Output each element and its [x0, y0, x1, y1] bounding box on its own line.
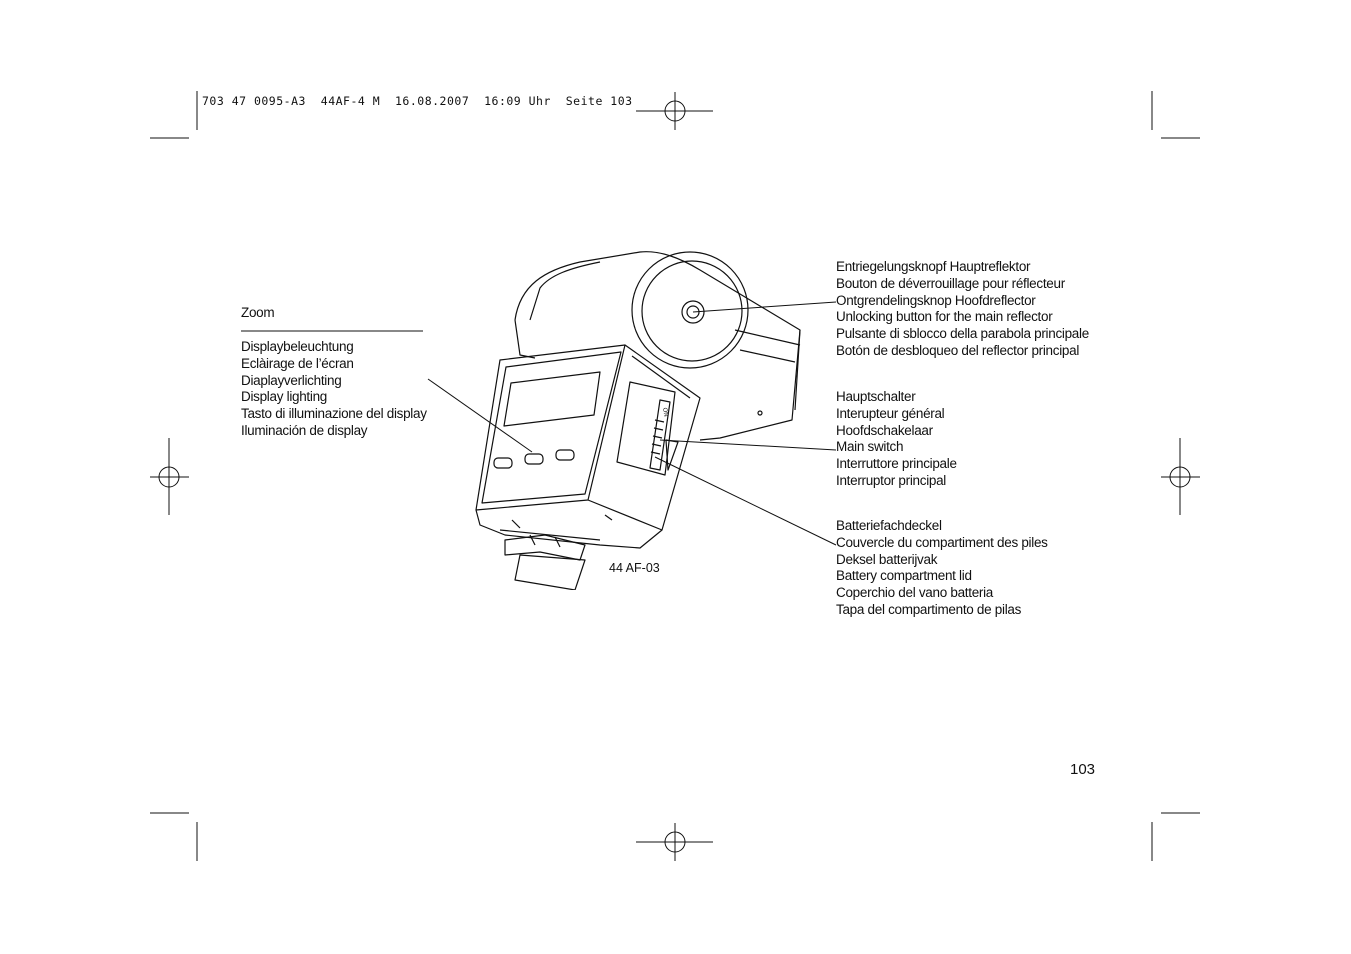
crop-mark-bottom-right: [1151, 812, 1200, 861]
display-lighting-label-en: Display lighting: [241, 389, 327, 405]
reflector-release-label-en: Unlocking button for the main reflector: [836, 309, 1053, 325]
battery-lid-label-es: Tapa del compartimento de pilas: [836, 601, 1022, 617]
reflector-release-label-de: Entriegelungsknopf Hauptreflektor: [836, 259, 1031, 274]
registration-mark-bottom: [636, 823, 713, 861]
main-switch-label-it: Interruttore principale: [836, 456, 957, 472]
battery-lid-label-group: Batteriefachdeckel Couvercle du comparti…: [836, 518, 1048, 619]
switch-on-marking: ON: [661, 407, 668, 417]
leader-line-main-switch: [659, 439, 837, 451]
reflector-release-label-es: Botón de desbloqueo del reflector princi…: [836, 342, 1080, 358]
main-switch-label-en: Main switch: [836, 439, 904, 455]
registration-mark-left: [150, 438, 189, 515]
leader-line-battery-lid: [654, 456, 837, 546]
crop-mark-top-right: [1151, 91, 1200, 139]
main-switch-label-nl: Hoofdschakelaar: [836, 422, 933, 438]
battery-lid-label-nl: Deksel batterijvak: [836, 551, 938, 567]
main-switch-label-fr: Interupteur général: [836, 405, 945, 421]
main-switch-label-es: Interruptor principal: [836, 472, 947, 488]
reflector-release-label-group: Entriegelungsknopf Hauptreflektor Bouton…: [836, 259, 1089, 360]
display-lighting-label-it: Tasto di illuminazione del display: [241, 406, 427, 422]
battery-lid-label-en: Battery compartment lid: [836, 568, 972, 584]
page-number: 103: [1070, 761, 1096, 778]
leader-line-display-lighting: [427, 378, 533, 453]
registration-mark-top: [636, 92, 713, 130]
battery-lid-label-fr: Couvercle du compartiment des piles: [836, 534, 1048, 550]
display-lighting-label-group: Displaybeleuchtung Eclàirage de l’écran …: [241, 339, 427, 440]
display-lighting-label-nl: Diaplayverlichting: [241, 372, 342, 388]
model-code: 44 AF-03: [609, 561, 660, 575]
print-header: 703 47 0095-A3 44AF-4 M 16.08.2007 16:09…: [202, 94, 633, 108]
reflector-release-label-it: Pulsante di sblocco della parabola princ…: [836, 326, 1089, 342]
crop-mark-top-left: [150, 91, 198, 139]
set-button: [555, 449, 575, 461]
main-switch-label-de: Hauptschalter: [836, 389, 916, 404]
display-lighting-label-de: Displaybeleuchtung: [241, 339, 354, 354]
zoom-label: Zoom: [241, 305, 275, 322]
zoom-label-text: Zoom: [241, 305, 275, 320]
display-lighting-label-es: Iluminación de display: [241, 422, 368, 438]
leader-line-reflector-release: [692, 301, 837, 313]
mode-button: [524, 453, 544, 465]
display-lighting-label-fr: Eclàirage de l’écran: [241, 355, 354, 371]
reflector-release-label-fr: Bouton de déverrouillage pour réflecteur: [836, 275, 1065, 291]
display-lighting-button: [493, 457, 513, 469]
crop-mark-bottom-left: [150, 812, 198, 861]
flash-unit-illustration: ON: [475, 251, 801, 590]
battery-lid-label-de: Batteriefachdeckel: [836, 518, 942, 533]
main-switch-label-group: Hauptschalter Interupteur général Hoofds…: [836, 389, 957, 490]
registration-mark-right: [1161, 438, 1200, 515]
reflector-release-label-nl: Ontgrendelingsknop Hoofdreflector: [836, 292, 1036, 308]
battery-lid-label-it: Coperchio del vano batteria: [836, 585, 994, 601]
